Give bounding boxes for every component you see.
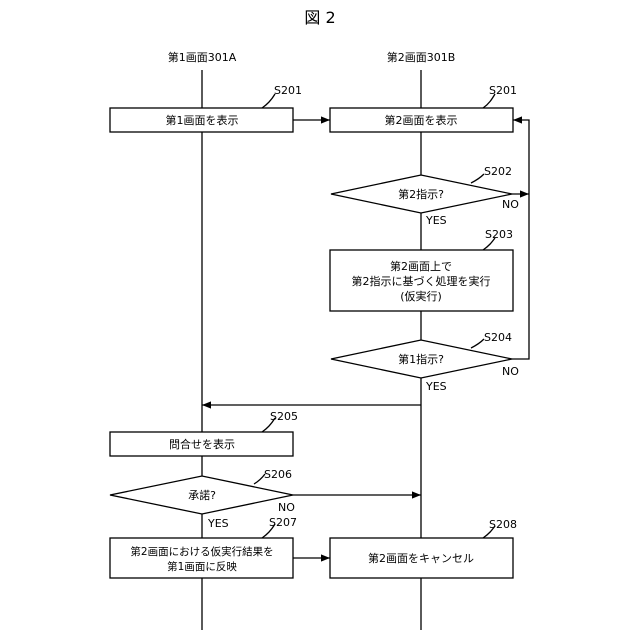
ref-reflect: S207 [269, 516, 297, 529]
ref-decision-2: S202 [484, 165, 512, 178]
step-left-display-label: 第1画面を表示 [166, 113, 239, 127]
decision-2-no: NO [502, 198, 519, 211]
step-reflect-line-2: 第1画面に反映 [167, 560, 237, 573]
lane-label-right: 第2画面301B [387, 50, 456, 64]
approve-yes: YES [207, 517, 229, 530]
ref-inquiry: S205 [270, 410, 298, 423]
step-trial-line-1: 第2画面上で [390, 259, 452, 273]
ref-trial: S203 [485, 228, 513, 241]
ref-approve: S206 [264, 468, 292, 481]
loop-decision-1-no [512, 120, 529, 359]
step-inquiry-label: 問合せを表示 [169, 437, 235, 451]
step-trial-line-3: (仮実行) [400, 289, 442, 303]
ref-leader-decision-1 [471, 339, 484, 348]
decision-1-no: NO [502, 365, 519, 378]
decision-1-yes: YES [425, 380, 447, 393]
decision-2-label: 第2指示? [398, 187, 444, 201]
ref-decision-1: S204 [484, 331, 512, 344]
lane-label-left: 第1画面301A [168, 50, 237, 64]
ref-cancel: S208 [489, 518, 517, 531]
ref-left-display: S201 [274, 84, 302, 97]
step-right-display-label: 第2画面を表示 [385, 113, 458, 127]
ref-right-display: S201 [489, 84, 517, 97]
approve-label: 承諾? [188, 488, 216, 502]
figure-title: 図 2 [304, 8, 335, 27]
step-trial-line-2: 第2指示に基づく処理を実行 [352, 274, 491, 288]
ref-leader-decision-2 [471, 174, 484, 183]
decision-2-yes: YES [425, 214, 447, 227]
step-reflect-line-1: 第2画面における仮実行結果を [130, 545, 273, 558]
step-cancel-label: 第2画面をキャンセル [368, 551, 474, 565]
decision-1-label: 第1指示? [398, 352, 444, 366]
approve-no: NO [278, 501, 295, 514]
